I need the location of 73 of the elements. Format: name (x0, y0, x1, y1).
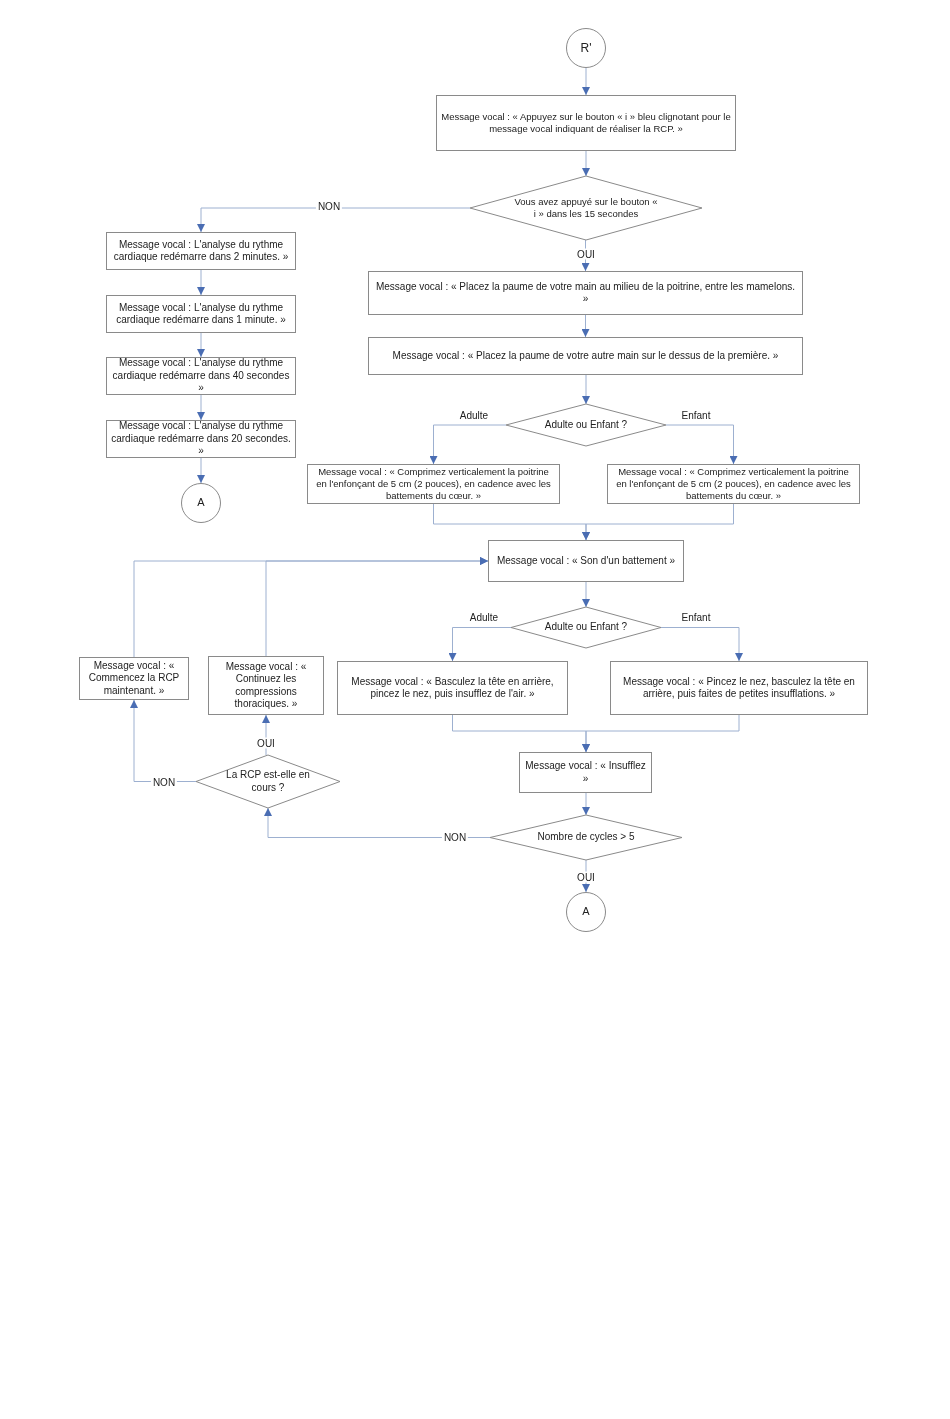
edge-label: OUI (255, 737, 277, 749)
box-text: Message vocal : « Basculez la tête en arrière, pincez le nez, puis insufflez de l'air. » (350, 675, 555, 701)
arrow (582, 503, 734, 541)
connector-circle (181, 483, 221, 523)
connector-circle (566, 892, 606, 932)
process-box (337, 661, 568, 715)
box-text: Message vocal : « Insufflez » (524, 760, 647, 785)
box-text: Message vocal : « Comprimez verticalement la poitrine en l'enfonçant de 5 cm (2 pouces), en cadence avec les battements du cœur. » (315, 466, 552, 502)
arrow (197, 394, 205, 421)
edge-label: Enfant (679, 611, 713, 623)
edge-label: OUI (575, 871, 597, 883)
process-box (607, 464, 860, 504)
box-text: Message vocal : « Comprimez verticalement la poitrine en l'enfonçant de 5 cm (2 pouces), en cadence avec les battements du cœur. » (615, 466, 852, 502)
process-box (368, 337, 803, 375)
connector-label: A (582, 905, 590, 919)
box-text: Message vocal : « Appuyez sur le bouton « i » bleu clignotant pour le message vocal indiquant de réaliser la RCP. » (441, 111, 731, 135)
edge-label: NON (441, 831, 469, 843)
arrow (582, 581, 590, 608)
process-box (79, 657, 189, 700)
arrow (582, 150, 590, 177)
decision-diamond (470, 176, 702, 240)
process-box (368, 271, 803, 315)
box-text: Message vocal : « Commencez la RCP maintenant. » (87, 659, 181, 698)
arrow (582, 374, 590, 405)
process-box (519, 752, 652, 793)
box-text: Message vocal : « Son d'un battement » (496, 554, 676, 568)
arrow (265, 557, 489, 657)
box-text: Message vocal : L'analyse du rythme cardiaque redémarre dans 20 secondes. » (111, 420, 291, 458)
edge-label: NON (150, 776, 178, 788)
arrow (429, 424, 507, 465)
arrow (582, 714, 740, 753)
decision-text: Nombre de cycles > 5 (537, 831, 635, 844)
connector-label: R' (580, 40, 592, 56)
edge-label: Adulte (467, 611, 501, 623)
box-text: Message vocal : L'analyse du rythme cardiaque redémarre dans 2 minutes. » (112, 238, 290, 264)
edge-label: NON (315, 200, 343, 212)
box-text: Message vocal : L'analyse du rythme cardiaque redémarre dans 40 secondes » (111, 357, 291, 395)
arrow (197, 457, 205, 484)
edge-label: Enfant (679, 409, 713, 421)
box-text: Message vocal : « Continuez les compressions thoraciques. » (224, 660, 308, 711)
connector-label: A (197, 496, 205, 510)
decision-diamond (196, 755, 340, 808)
arrow (264, 807, 491, 838)
box-text: Message vocal : « Placez la paume de votre main au milieu de la poitrine, entre les mamelons. » (374, 280, 797, 306)
process-box (436, 95, 736, 151)
connector-circle (566, 28, 606, 68)
arrow (581, 314, 590, 338)
arrow (665, 424, 738, 465)
decision-diamond (490, 815, 682, 860)
process-box (307, 464, 560, 504)
decision-text: Vous avez appuyé sur le bouton « i » dans les 15 secondes (514, 196, 658, 220)
process-box (106, 295, 296, 333)
arrow (660, 627, 743, 662)
decision-text: La RCP est-elle en cours ? (225, 769, 311, 794)
decision-text: Adulte ou Enfant ? (544, 418, 628, 432)
arrow (448, 627, 512, 662)
edge-label: OUI (575, 248, 597, 260)
arrow (582, 792, 590, 816)
arrow (197, 207, 471, 233)
process-box (488, 540, 684, 582)
edge-label: Adulte (457, 409, 491, 421)
arrow (197, 332, 205, 358)
arrow (197, 269, 205, 296)
process-box (208, 656, 324, 715)
decision-text: Adulte ou Enfant ? (544, 621, 628, 634)
box-text: Message vocal : « Pincez le nez, basculez la tête en arrière, puis faites de petites insufflations. » (622, 675, 856, 701)
box-text: Message vocal : « Placez la paume de votre autre main sur le dessus de la première. » (392, 349, 779, 363)
box-text: Message vocal : L'analyse du rythme cardiaque redémarre dans 1 minute. » (115, 301, 287, 327)
process-box (106, 232, 296, 270)
arrow (582, 67, 590, 96)
decision-diamond (506, 404, 666, 446)
decision-diamond (511, 607, 661, 648)
process-box (610, 661, 868, 715)
